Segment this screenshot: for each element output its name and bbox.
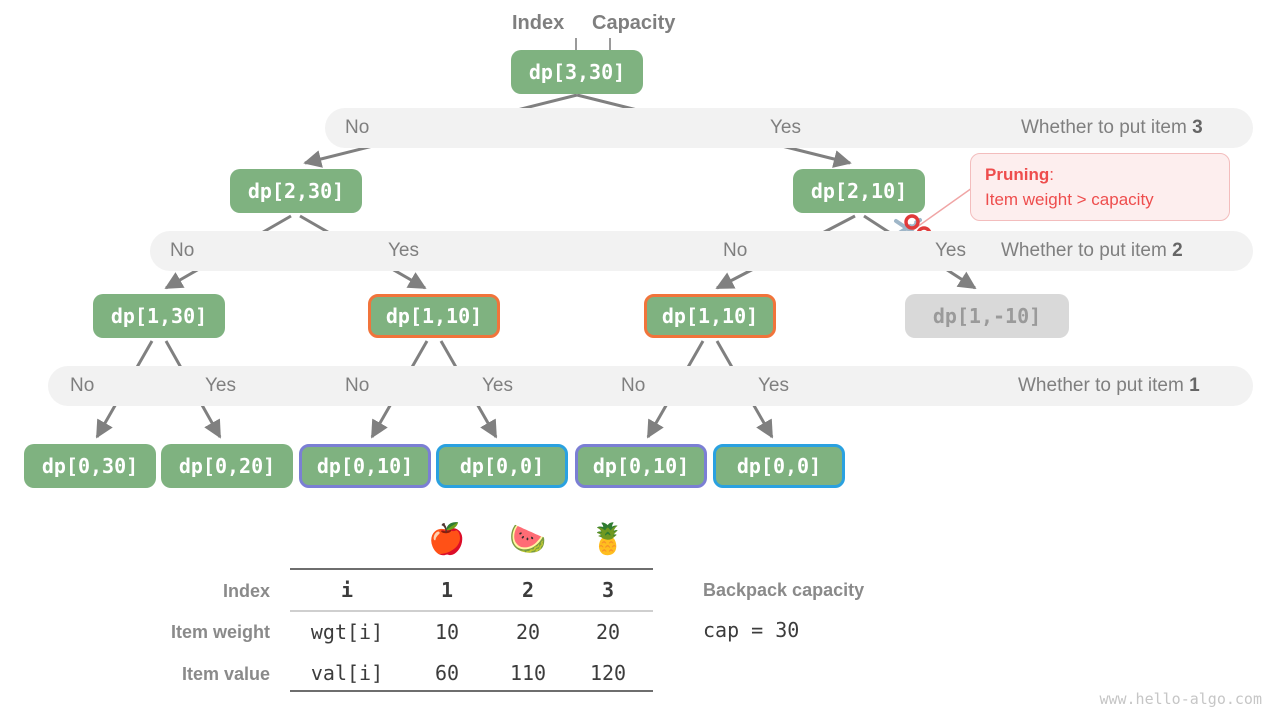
band-2-branch-no-2: No — [723, 240, 748, 261]
table-rule-top — [290, 568, 653, 570]
band-1-branch-no-2: No — [345, 375, 370, 396]
table-key-val: val[i] — [310, 661, 384, 685]
tree-leaf-dp-0-0-a[interactable]: dp[0,0] — [436, 444, 568, 488]
pruning-callout: Pruning: Item weight > capacity — [970, 153, 1230, 221]
decision-band-item-2 — [150, 231, 1253, 271]
apple-icon: 🍎 — [428, 523, 466, 556]
table-cell-value-2: 110 — [509, 661, 547, 685]
table-cell-index-1: 1 — [440, 578, 454, 602]
band-1-branch-no-1: No — [70, 375, 95, 396]
table-row-label-index: Index — [222, 581, 270, 601]
band-2-branch-yes-2: Yes — [935, 240, 966, 261]
band-2-branch-yes-1: Yes — [388, 240, 419, 261]
table-rule-mid — [290, 610, 653, 612]
table-key-i: i — [340, 578, 354, 602]
watermark: www.hello-algo.com — [1099, 690, 1262, 708]
decision-band-item-3 — [325, 108, 1253, 148]
decision-band-item-1 — [48, 366, 1253, 406]
table-row-label-item-value: Item value — [181, 664, 270, 684]
band-2-question: Whether to put item 2 — [1001, 240, 1183, 261]
tree-leaf-dp-0-10-a[interactable]: dp[0,10] — [299, 444, 431, 488]
tree-node-dp-1-30[interactable]: dp[1,30] — [93, 294, 225, 338]
table-key-wgt: wgt[i] — [310, 620, 384, 644]
tree-node-dp-1-10-a[interactable]: dp[1,10] — [368, 294, 500, 338]
band-3-question-bold: 3 — [1192, 117, 1203, 138]
table-cell-weight-1: 10 — [434, 620, 460, 644]
table-cell-weight-2: 20 — [515, 620, 541, 644]
tick-index — [575, 38, 577, 54]
table-cell-index-3: 3 — [601, 578, 615, 602]
tree-node-dp-3-30[interactable]: dp[3,30] — [511, 50, 643, 94]
table-cell-value-3: 120 — [589, 661, 627, 685]
pruning-callout-text: Item weight > capacity — [985, 190, 1154, 209]
band-2-question-bold: 2 — [1172, 240, 1183, 261]
tree-leaf-dp-0-0-b[interactable]: dp[0,0] — [713, 444, 845, 488]
pruning-callout-title-text: Pruning — [985, 165, 1050, 184]
band-1-branch-yes-3: Yes — [758, 375, 789, 396]
band-3-branch-yes: Yes — [770, 117, 801, 138]
header-label-index: Index — [512, 12, 565, 34]
band-3-question: Whether to put item 3 — [1021, 117, 1203, 138]
band-2-branch-no-1: No — [170, 240, 195, 261]
band-1-branch-yes-2: Yes — [482, 375, 513, 396]
band-1-branch-yes-1: Yes — [205, 375, 236, 396]
table-cell-value-1: 60 — [434, 661, 460, 685]
tree-node-dp-1-10-b[interactable]: dp[1,10] — [644, 294, 776, 338]
tree-leaf-dp-0-20[interactable]: dp[0,20] — [161, 444, 293, 488]
tree-leaf-dp-0-10-b[interactable]: dp[0,10] — [575, 444, 707, 488]
tree-node-dp-2-10[interactable]: dp[2,10] — [793, 169, 925, 213]
header-label-capacity: Capacity — [592, 12, 676, 34]
band-1-question-bold: 1 — [1189, 375, 1200, 396]
pineapple-icon: 🍍 — [589, 523, 627, 556]
band-1-question: Whether to put item 1 — [1018, 375, 1200, 396]
backpack-capacity-label: Backpack capacity — [703, 580, 865, 600]
tree-node-dp-1-neg10[interactable]: dp[1,-10] — [905, 294, 1069, 338]
table-rule-bottom — [290, 690, 653, 692]
backpack-capacity-code: cap = 30 — [703, 618, 800, 642]
table-cell-weight-3: 20 — [595, 620, 621, 644]
pruning-callout-colon: : — [1049, 165, 1054, 184]
watermelon-icon: 🍉 — [509, 523, 547, 556]
table-row-label-item-weight: Item weight — [170, 622, 270, 642]
table-cell-index-2: 2 — [521, 578, 535, 602]
tree-leaf-dp-0-30[interactable]: dp[0,30] — [24, 444, 156, 488]
pruning-callout-title: Pruning: — [985, 162, 1215, 187]
band-3-branch-no: No — [345, 117, 370, 138]
tick-capacity — [609, 38, 611, 54]
band-1-branch-no-3: No — [621, 375, 646, 396]
tree-node-dp-2-30[interactable]: dp[2,30] — [230, 169, 362, 213]
